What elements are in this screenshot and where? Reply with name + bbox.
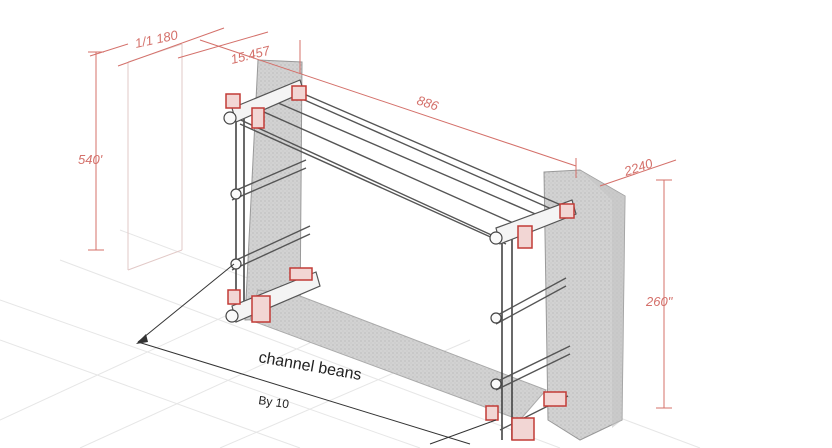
dimension-right-width: 2240 — [621, 155, 655, 179]
left-uprights — [235, 106, 245, 320]
red-brackets — [225, 85, 575, 441]
callout-arrowhead — [136, 334, 148, 344]
dimension-lines — [88, 27, 677, 409]
dimension-length: 886 — [415, 93, 441, 114]
dimension-right-height: 260" — [645, 294, 674, 309]
bottom-label: By 10 — [258, 393, 291, 411]
right-uprights — [501, 232, 513, 440]
dimension-left-height: 540' — [78, 152, 103, 167]
rung-end-caps — [223, 111, 503, 390]
callout-leaders — [137, 263, 497, 445]
top-channel-beams — [231, 87, 573, 245]
